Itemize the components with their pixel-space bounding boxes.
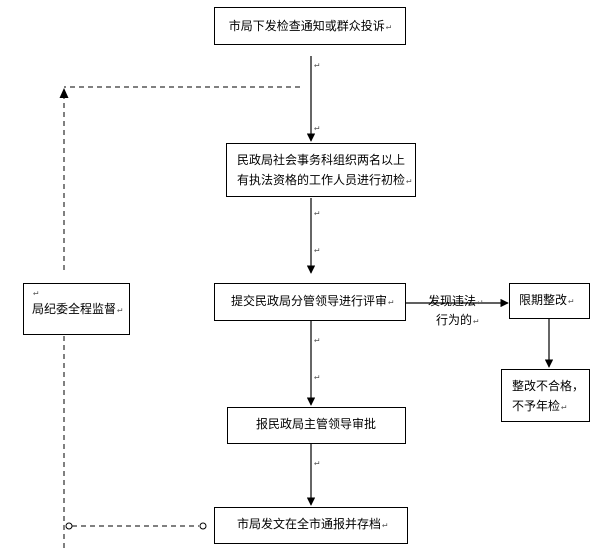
supervision-arrowhead xyxy=(59,88,69,98)
return-mark: ↵ xyxy=(117,305,123,315)
step-inspection-line1: 民政局社会事务科组织两名以上 xyxy=(237,153,406,167)
return-mark: ↵ xyxy=(406,176,412,186)
return-mark: ↵ xyxy=(382,520,388,530)
step-notice-text: 市局下发检查通知或群众投诉 xyxy=(228,19,385,33)
return-mark: ↵ xyxy=(314,335,320,345)
step-notice-box: 市局下发检查通知或群众投诉↵ xyxy=(214,7,406,45)
fail-line2: 不予年检 xyxy=(512,399,561,413)
violation-label-line1: 发现违法↵ xyxy=(428,294,483,308)
step-review-box: 提交民政局分管领导进行评审↵ xyxy=(214,283,406,321)
step-publish-text: 市局发文在全市通报并存档 xyxy=(237,517,382,531)
return-mark: ↵ xyxy=(314,458,320,468)
step-inspection-line2: 有执法资格的工作人员进行初检 xyxy=(237,173,406,187)
return-mark: ↵ xyxy=(33,288,39,298)
step-approval-text: 报民政局主管领导审批 xyxy=(256,417,377,431)
return-mark: ↵ xyxy=(314,123,320,133)
return-mark: ↵ xyxy=(314,372,320,382)
supervision-box: ↵ 局纪委全程监督↵ xyxy=(23,283,130,335)
return-mark: ↵ xyxy=(314,245,320,255)
return-mark: ↵ xyxy=(385,22,392,32)
step-publish-box: 市局发文在全市通报并存档↵ xyxy=(214,507,408,544)
return-mark: ↵ xyxy=(314,60,320,70)
fail-box: 整改不合格， 不予年检↵ xyxy=(501,369,590,422)
return-mark: ↵ xyxy=(477,297,483,307)
return-mark: ↵ xyxy=(314,208,320,218)
fail-line1: 整改不合格， xyxy=(512,379,585,393)
return-mark: ↵ xyxy=(388,297,394,307)
rectify-box: 限期整改↵ xyxy=(509,283,590,319)
return-mark: ↵ xyxy=(561,402,567,412)
return-mark: ↵ xyxy=(568,296,574,306)
return-mark: ↵ xyxy=(473,316,479,326)
step-approval-box: 报民政局主管领导审批 xyxy=(227,407,406,444)
connector-dot-left xyxy=(65,522,73,530)
step-inspection-box: 民政局社会事务科组织两名以上 有执法资格的工作人员进行初检↵ xyxy=(226,143,416,197)
violation-label-line2: 行为的↵ xyxy=(436,313,479,327)
connector-dot-right xyxy=(199,522,207,530)
rectify-text: 限期整改 xyxy=(519,293,568,307)
supervision-text: 局纪委全程监督 xyxy=(32,302,117,316)
step-review-text: 提交民政局分管领导进行评审 xyxy=(231,294,388,308)
